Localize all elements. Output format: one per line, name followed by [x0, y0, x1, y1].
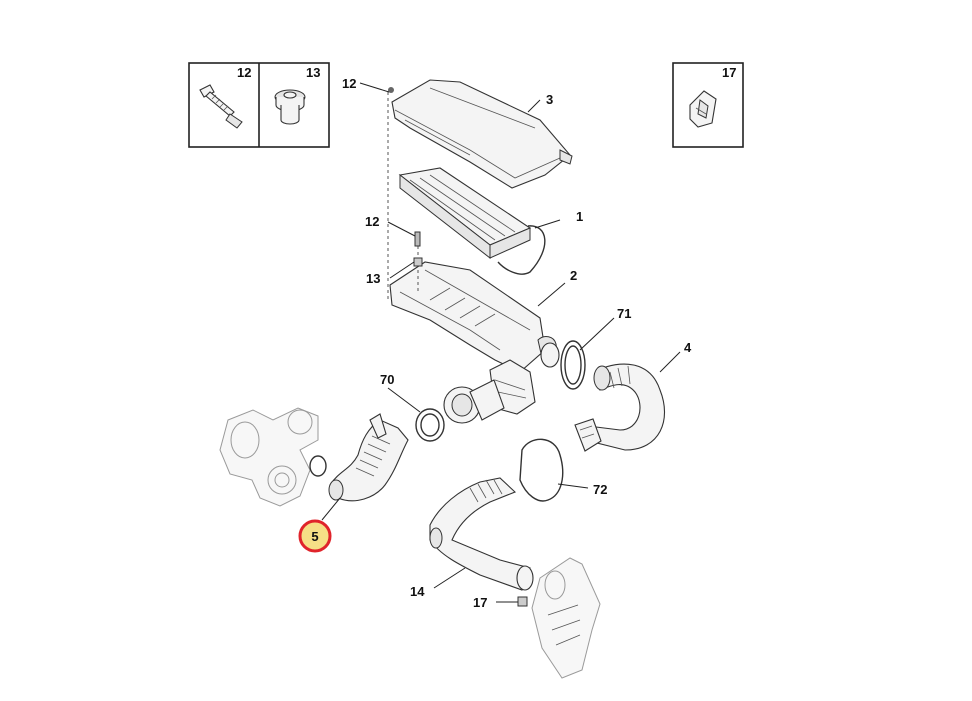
callout-71: 71: [617, 306, 631, 321]
leader-lines: [321, 82, 681, 603]
callout-70: 70: [380, 372, 394, 387]
callout-12-top: 12: [342, 76, 356, 91]
callout-5: 5: [311, 529, 318, 544]
turbo-seal-ring: [309, 455, 327, 477]
callout-14: 14: [410, 584, 425, 599]
turbocharger: [219, 407, 319, 507]
turbo-hose-5: [328, 413, 409, 502]
inset-box-12-13: 12 13: [188, 62, 330, 148]
nut-icon: [274, 89, 306, 125]
inset-label-17: 17: [722, 65, 736, 80]
hose-clamp-72: [519, 438, 564, 502]
callout-3: 3: [546, 92, 553, 107]
callout-72: 72: [593, 482, 607, 497]
inset-label-13: 13: [306, 65, 320, 80]
bracket-duct: [531, 557, 601, 679]
callout-17: 17: [473, 595, 487, 610]
air-filter-cover: [391, 79, 573, 189]
callout-4: 4: [684, 340, 692, 355]
seal-ring-70: [415, 408, 445, 442]
hose-clamp-71: [560, 340, 586, 390]
callout-2: 2: [570, 268, 577, 283]
inset-label-12: 12: [237, 65, 251, 80]
clip-icon: [689, 90, 717, 128]
intercooler-hose-14: [429, 477, 534, 591]
bolt-12-lower: [414, 231, 421, 247]
callout-12-lower: 12: [365, 214, 379, 229]
air-filter-element: [398, 167, 546, 275]
intake-hose-4: [574, 363, 665, 452]
inset-box-17: 17: [672, 62, 744, 148]
nut-13: [413, 257, 423, 267]
air-filter-housing: [389, 261, 560, 373]
callout-1: 1: [576, 209, 583, 224]
clip-17: [517, 596, 528, 607]
callout-5-highlight: 5: [298, 519, 332, 553]
airflow-sensor: [443, 359, 536, 424]
callout-13: 13: [366, 271, 380, 286]
bolt-icon: [199, 84, 243, 129]
